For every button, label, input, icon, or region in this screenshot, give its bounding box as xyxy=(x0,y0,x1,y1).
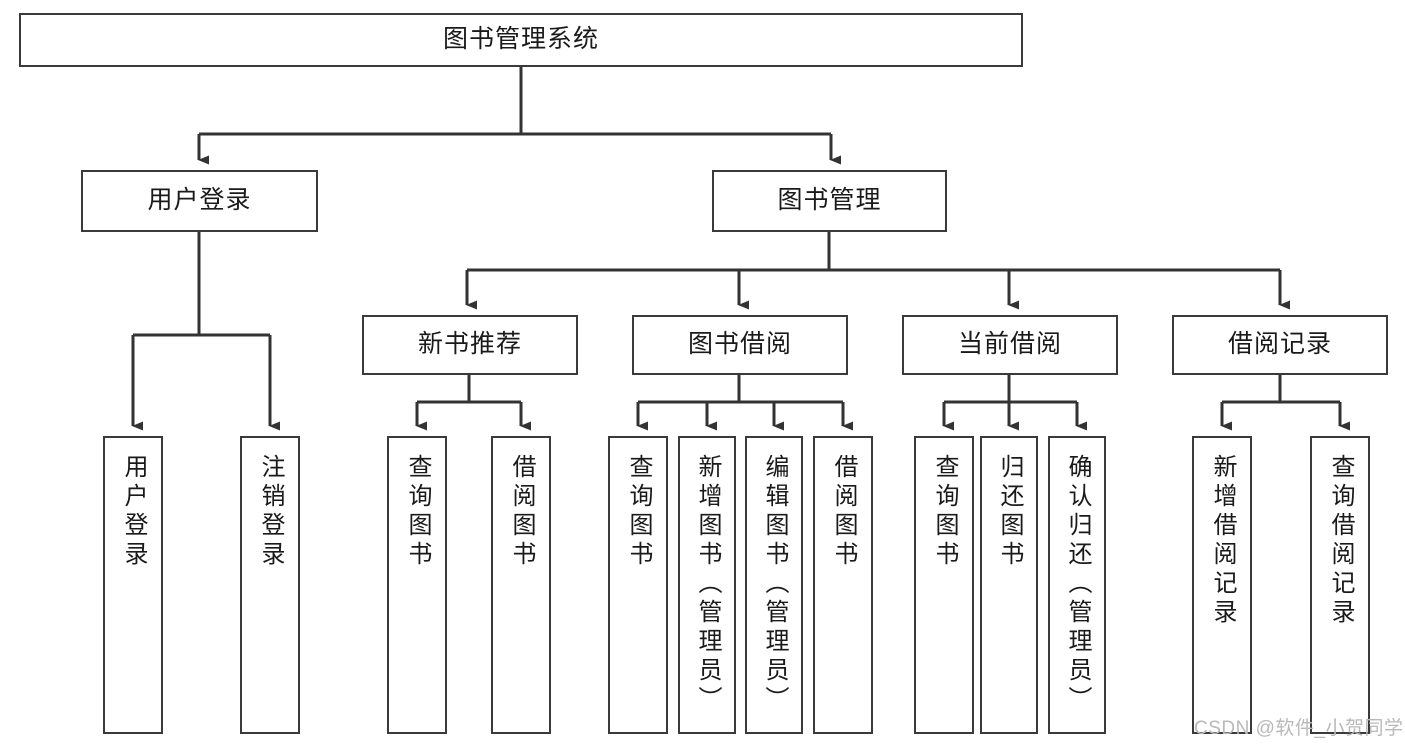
node-label: 用户登录 xyxy=(147,186,252,215)
node-label: 新书推荐 xyxy=(417,330,522,359)
leaf-borrow-edit-book[interactable]: 编辑图书（管理员） xyxy=(745,436,803,734)
leaf-record-query-record[interactable]: 查询借阅记录 xyxy=(1310,436,1370,734)
node-user-login[interactable]: 用户登录 xyxy=(81,170,318,232)
leaf-recommend-borrow-book[interactable]: 借阅图书 xyxy=(491,436,551,734)
node-label: 查询图书 xyxy=(931,454,958,570)
node-label: 注销登录 xyxy=(257,454,284,570)
node-book-borrow[interactable]: 图书借阅 xyxy=(632,315,848,375)
node-label: 查询借阅记录 xyxy=(1327,454,1354,628)
leaf-user-login-logout[interactable]: 注销登录 xyxy=(240,436,300,734)
csdn-watermark: CSDN @软件_小贺同学 xyxy=(1194,713,1403,740)
leaf-current-confirm-return[interactable]: 确认归还（管理员） xyxy=(1048,436,1106,734)
node-label: 查询图书 xyxy=(625,454,652,570)
node-label: 归还图书 xyxy=(996,454,1023,570)
node-label: 图书管理系统 xyxy=(442,25,599,54)
node-label: 编辑图书（管理员） xyxy=(761,454,788,715)
node-label: 借阅记录 xyxy=(1227,330,1332,359)
node-label: 查询图书 xyxy=(404,454,431,570)
leaf-borrow-borrow-book[interactable]: 借阅图书 xyxy=(813,436,873,734)
leaf-record-add-record[interactable]: 新增借阅记录 xyxy=(1192,436,1252,734)
leaf-current-query-book[interactable]: 查询图书 xyxy=(914,436,974,734)
node-label: 当前借阅 xyxy=(957,330,1062,359)
node-label: 用户登录 xyxy=(120,454,147,570)
node-label: 借阅图书 xyxy=(508,454,535,570)
node-label: 确认归还（管理员） xyxy=(1064,454,1091,715)
node-label: 新增图书（管理员） xyxy=(694,454,721,715)
node-current-borrow[interactable]: 当前借阅 xyxy=(902,315,1118,375)
node-label: 图书借阅 xyxy=(687,330,792,359)
leaf-recommend-query-book[interactable]: 查询图书 xyxy=(387,436,447,734)
node-book-management[interactable]: 图书管理 xyxy=(712,170,947,232)
leaf-current-return-book[interactable]: 归还图书 xyxy=(980,436,1038,734)
node-root-system[interactable]: 图书管理系统 xyxy=(19,13,1023,67)
node-label: 图书管理 xyxy=(777,186,882,215)
node-label: 新增借阅记录 xyxy=(1209,454,1236,628)
node-borrow-record[interactable]: 借阅记录 xyxy=(1172,315,1388,375)
leaf-borrow-query-book[interactable]: 查询图书 xyxy=(608,436,668,734)
leaf-user-login-login[interactable]: 用户登录 xyxy=(103,436,163,734)
watermark-text: CSDN @软件_小贺同学 xyxy=(1194,718,1404,739)
node-new-book-recommend[interactable]: 新书推荐 xyxy=(362,315,578,375)
node-label: 借阅图书 xyxy=(830,454,857,570)
leaf-borrow-add-book[interactable]: 新增图书（管理员） xyxy=(678,436,736,734)
